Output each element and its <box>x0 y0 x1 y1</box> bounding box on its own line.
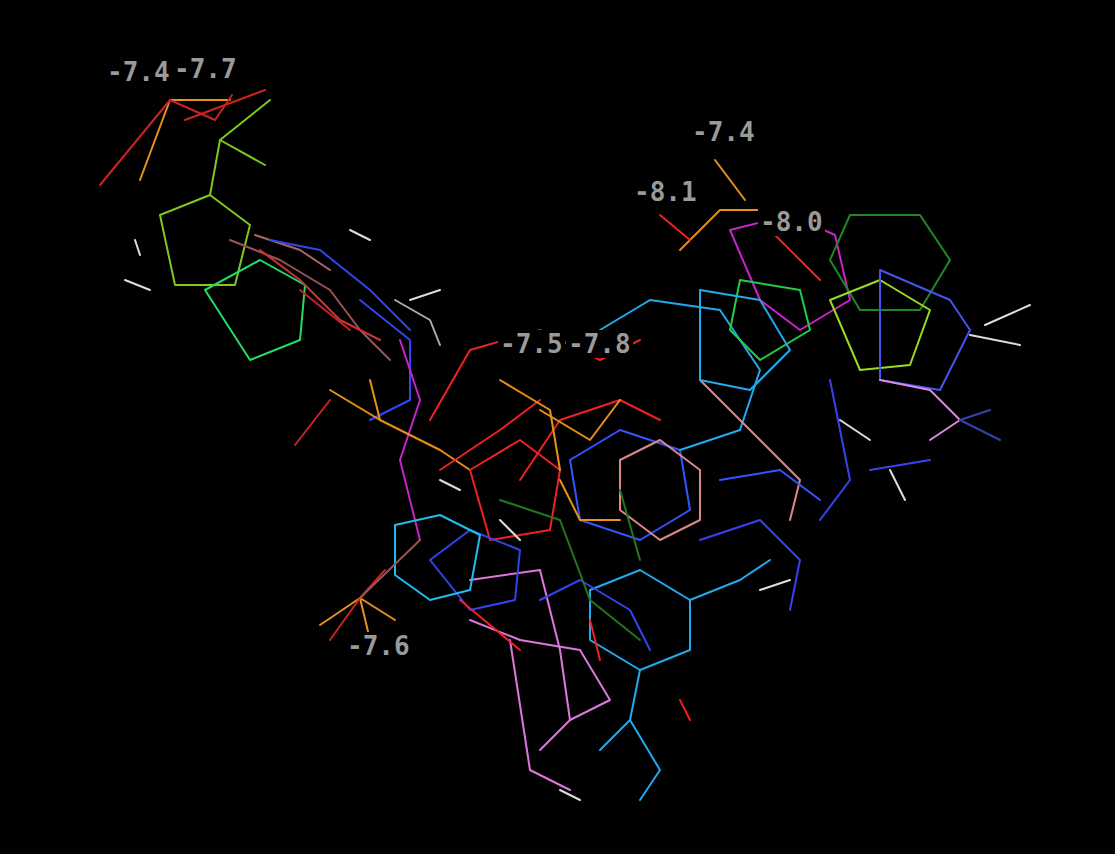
energy-label: -7.6 <box>345 632 412 660</box>
energy-label: -7.5 <box>498 330 565 358</box>
energy-label: -7.4 <box>105 58 172 86</box>
energy-label: -8.1 <box>632 178 699 206</box>
energy-label: -7.8 <box>566 330 633 358</box>
energy-label: -7.4 <box>690 118 757 146</box>
energy-label: -8.0 <box>758 208 825 236</box>
energy-label: -7.7 <box>172 55 239 83</box>
